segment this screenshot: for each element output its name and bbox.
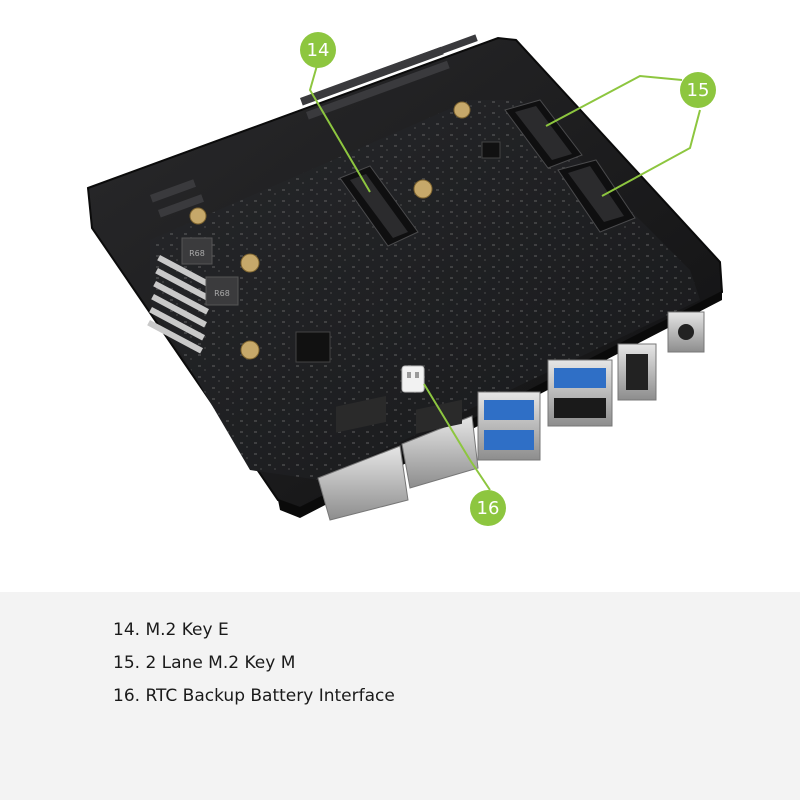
pcb	[150, 100, 700, 480]
callout-14-leader	[308, 61, 371, 193]
m2-key-m-slot-2	[557, 159, 636, 233]
callout-15-leader-top	[545, 74, 683, 127]
standoffs	[189, 101, 471, 360]
inductor-1: R68	[181, 237, 213, 265]
callout-16: 16	[470, 490, 506, 526]
callout-15-leader-bottom	[601, 109, 701, 197]
inductor-2: R68	[205, 276, 239, 306]
callout-leaders	[308, 61, 701, 491]
legend-item-15: 15. 2 Lane M.2 Key M	[113, 653, 296, 673]
usb-port-stack-1	[477, 391, 541, 461]
inductor-2-marking: R68	[214, 289, 230, 298]
callout-15-number: 15	[687, 80, 710, 101]
m2-key-e-slot	[339, 165, 419, 247]
callout-14: 14	[300, 32, 336, 68]
inductor-1-marking: R68	[189, 249, 205, 258]
legend-item-14: 14. M.2 Key E	[113, 620, 229, 640]
callout-14-number: 14	[307, 40, 330, 61]
usb-port-stack-2	[547, 359, 613, 427]
gpio-header	[147, 255, 213, 354]
legend-item-16: 16. RTC Backup Battery Interface	[113, 686, 395, 706]
dc-jack	[667, 311, 705, 353]
rtc-battery-connector	[401, 365, 425, 393]
controller-chip	[295, 331, 331, 363]
callout-16-number: 16	[477, 498, 500, 519]
ethernet-port-1	[317, 395, 409, 521]
hdmi-port	[617, 343, 657, 401]
legend-list: 14. M.2 Key E 15. 2 Lane M.2 Key M 16. R…	[113, 614, 395, 713]
callout-16-leader	[423, 383, 491, 491]
callout-15: 15	[680, 72, 716, 108]
small-chip	[481, 141, 501, 159]
legend-panel: 14. M.2 Key E 15. 2 Lane M.2 Key M 16. R…	[0, 592, 800, 800]
m2-key-m-slot-1	[504, 99, 583, 169]
carrier-board-photo: R68 R68	[86, 32, 724, 526]
